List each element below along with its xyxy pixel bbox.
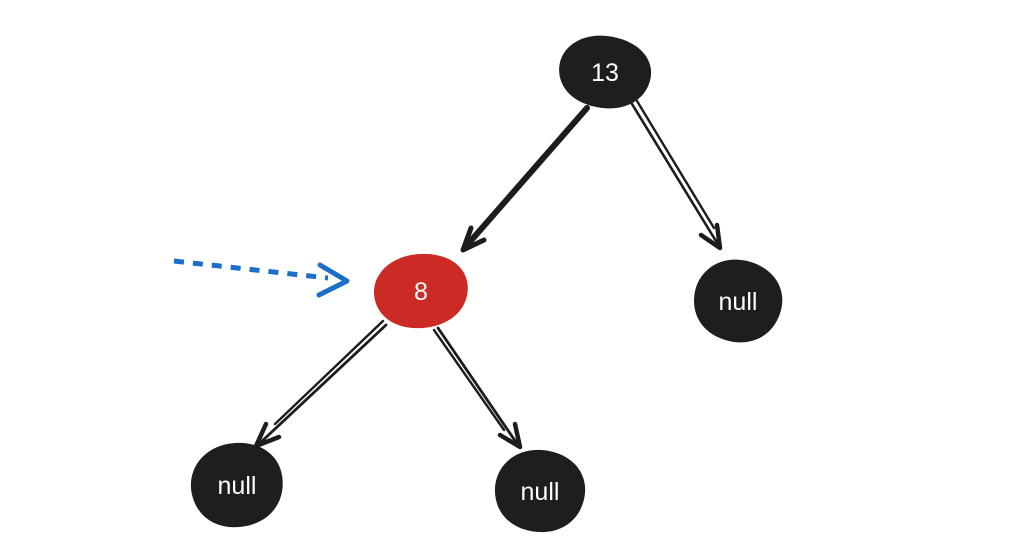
edge-8-to-null-left-line-a (258, 323, 388, 445)
tree-node-13: 13 (554, 29, 656, 115)
null-node-right: null (686, 251, 790, 351)
edge-13-to-8-arrowhead-icon (460, 225, 487, 253)
edge-8-to-null-middle (432, 326, 523, 450)
node-label: null (218, 472, 257, 500)
pointer-arrow-dashed-line (173, 258, 329, 281)
edge-13-to-8-line (465, 105, 590, 247)
node-label: 13 (591, 59, 619, 87)
pointer-arrow (173, 258, 350, 298)
pointer-arrowhead-icon (316, 262, 350, 298)
null-node-bottom-middle: null (491, 446, 589, 536)
node-label: null (521, 478, 560, 506)
edge-8-to-null-middle-line-a (436, 326, 520, 447)
edge-8-to-null-middle-arrowhead-icon (497, 421, 523, 450)
null-node-bottom-left: null (184, 436, 290, 534)
edge-8-to-null-left (253, 319, 388, 449)
edge-13-to-null-right-arrowhead-icon (698, 222, 723, 251)
edge-13-to-null-right-line-b (635, 99, 716, 230)
edge-13-to-null-right (630, 99, 723, 251)
edge-13-to-null-right-line-a (630, 102, 721, 248)
node-label: null (719, 288, 758, 316)
edge-13-to-8 (460, 105, 590, 253)
tree-node-8: 8 (370, 249, 472, 333)
edge-8-to-null-middle-line-b (432, 328, 506, 432)
edge-8-to-null-left-line-b (273, 319, 385, 426)
node-label: 8 (414, 278, 428, 306)
